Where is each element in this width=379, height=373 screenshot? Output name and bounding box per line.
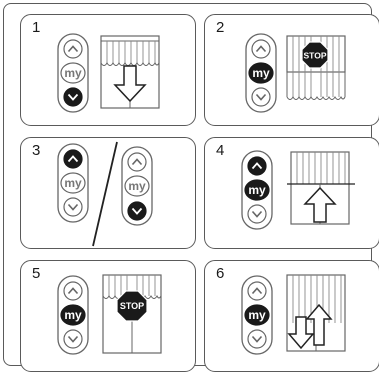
remote-control: my	[58, 276, 88, 354]
down-button	[252, 88, 270, 106]
my-label: my	[64, 66, 82, 80]
down-button	[248, 330, 266, 348]
step-1-panel: 1 my	[20, 14, 196, 126]
down-button	[64, 330, 82, 348]
remote-control-down-pressed: my	[122, 147, 152, 225]
up-button	[128, 153, 146, 171]
instruction-frame: 1 my	[3, 3, 372, 366]
step-3-panel: 3 my my	[20, 137, 196, 249]
stop-label: STOP	[120, 301, 144, 311]
remote-control: my	[246, 34, 276, 112]
my-label: my	[64, 308, 82, 322]
step-6-panel: 6 my	[204, 260, 379, 372]
up-button	[64, 282, 82, 300]
up-button	[248, 282, 266, 300]
remote-control: my	[58, 34, 88, 112]
up-button-pressed	[64, 150, 82, 168]
up-button	[64, 40, 82, 58]
step-5-panel: 5 my	[20, 260, 196, 372]
my-label: my	[64, 176, 82, 190]
remote-control: my	[242, 151, 272, 229]
up-button	[252, 40, 270, 58]
step-2-panel: 2 my	[204, 14, 379, 126]
down-button-pressed	[64, 88, 82, 106]
stop-sign-icon: STOP	[302, 42, 328, 68]
my-label: my	[252, 66, 270, 80]
step-4-panel: 4 my	[204, 137, 379, 249]
up-button-pressed	[248, 157, 266, 175]
separator-slash	[93, 142, 117, 246]
remote-control-up-pressed: my	[58, 144, 88, 222]
my-label: my	[248, 183, 266, 197]
down-button	[64, 198, 82, 216]
remote-control: my	[242, 276, 272, 354]
my-label: my	[248, 308, 266, 322]
down-button-pressed	[128, 202, 146, 220]
my-label: my	[128, 179, 146, 193]
stop-sign-icon: STOP	[117, 291, 147, 321]
stop-label: STOP	[304, 51, 327, 61]
down-button	[248, 205, 266, 223]
